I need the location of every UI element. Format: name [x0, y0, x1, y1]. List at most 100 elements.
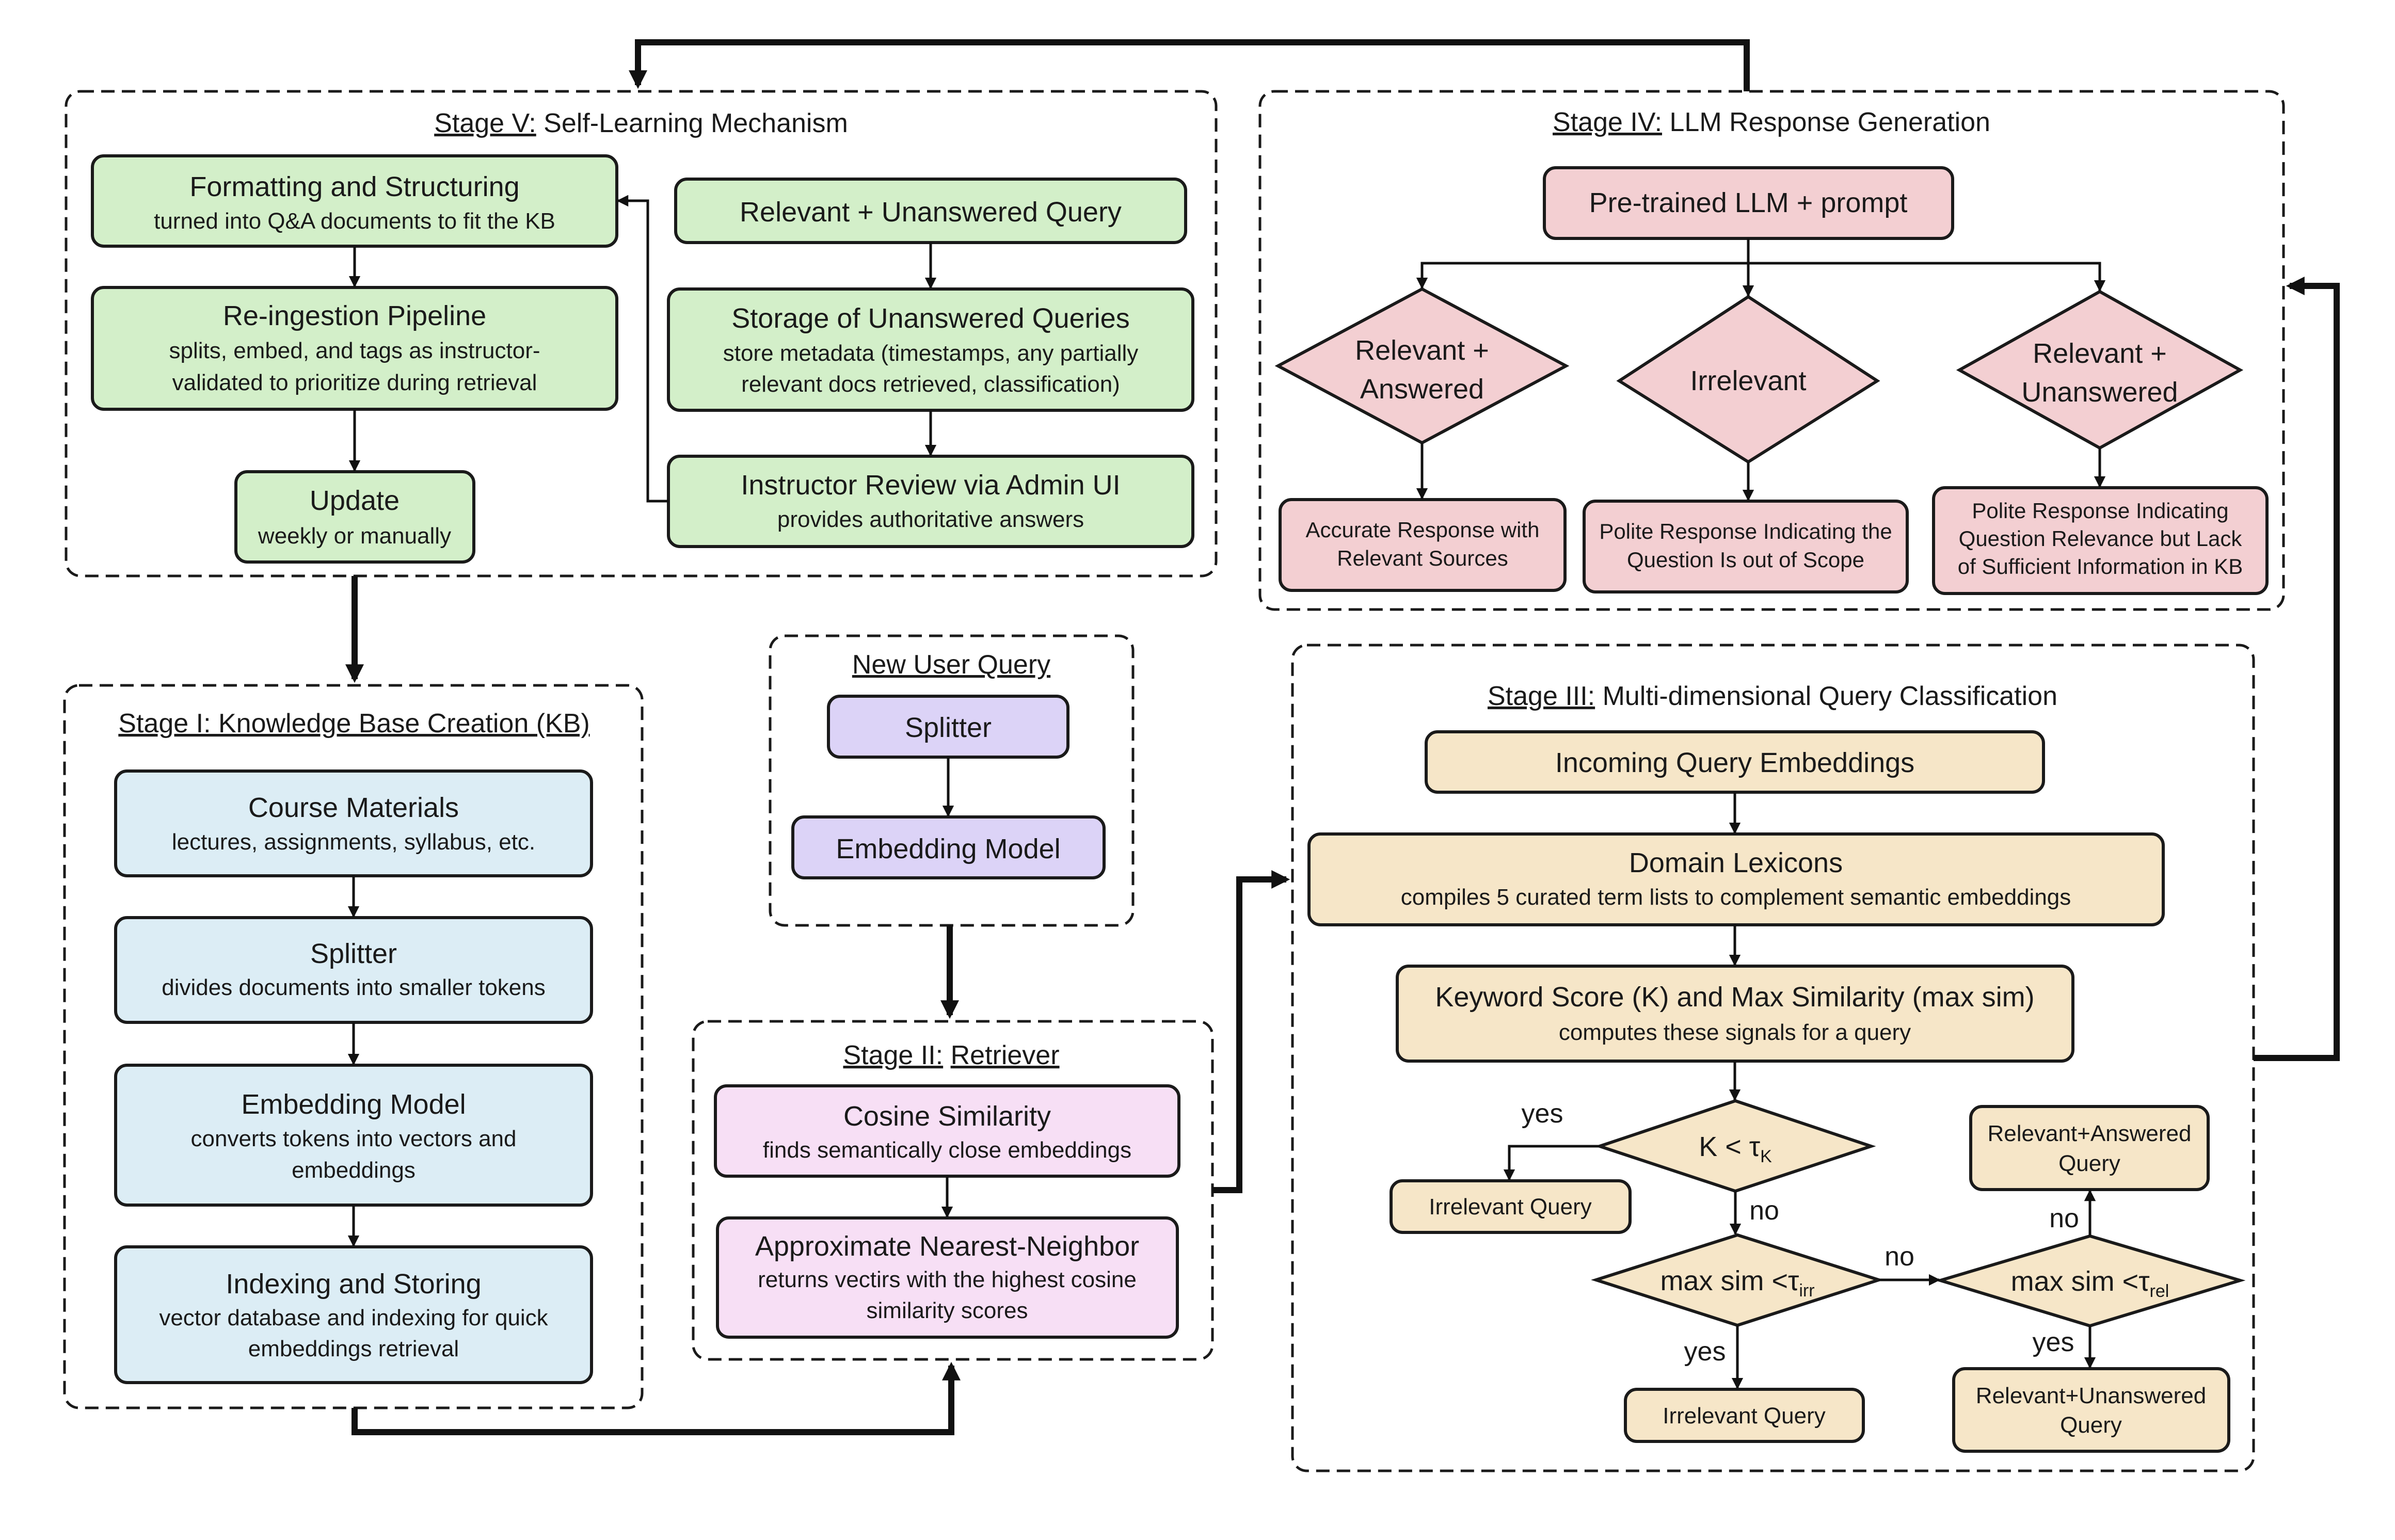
svg-text:splits, embed, and tags as in: splits, embed, and tags as instructor-: [169, 338, 540, 363]
stage1-title: Stage I: Knowledge Base Creation (KB): [118, 709, 589, 739]
arrow-review-to-format: [616, 195, 668, 503]
svg-text:similarity scores: similarity scores: [867, 1298, 1028, 1323]
svg-text:Course Materials: Course Materials: [248, 792, 459, 823]
svg-text:Irrelevant Query: Irrelevant Query: [1663, 1403, 1825, 1429]
svg-text:validated to prioritize during: validated to prioritize during retrieval: [172, 370, 537, 395]
relevant-unanswered-query-box: Relevant+Unanswered Query: [1952, 1367, 2230, 1453]
svg-text:Relevant + Unanswered Query: Relevant + Unanswered Query: [740, 197, 1122, 228]
svg-text:Embedding Model: Embedding Model: [836, 833, 1060, 864]
decision-irrelevant: Irrelevant: [1616, 295, 1880, 464]
indexing-storing-box: Indexing and Storing vector database and…: [114, 1245, 593, 1384]
svg-text:returns vectirs with the highe: returns vectirs with the highest cosine: [758, 1267, 1137, 1292]
stage4-title: Stage IV: LLM Response Generation: [1553, 107, 1990, 137]
label-dk-yes: yes: [1522, 1099, 1563, 1129]
stage4-panel: [1258, 90, 2285, 611]
svg-text:Query: Query: [2058, 1151, 2120, 1176]
svg-text:Instructor Review via Admin UI: Instructor Review via Admin UI: [741, 470, 1120, 501]
bold-arrow-stage4-to-stage5: [629, 39, 1750, 91]
svg-text:Irrelevant: Irrelevant: [1690, 365, 1806, 396]
stage5-title: Stage V: Self-Learning Mechanism: [434, 108, 848, 138]
stage1-panel: [63, 684, 644, 1409]
user-query-title: New User Query: [852, 650, 1050, 680]
svg-text:Embedding Model: Embedding Model: [241, 1089, 466, 1120]
incoming-query-embeddings-box: Incoming Query Embeddings: [1425, 730, 2045, 794]
svg-text:Approximate Nearest-Neighbor: Approximate Nearest-Neighbor: [755, 1231, 1139, 1262]
stage3-title: Stage III: Multi-dimensional Query Class…: [1488, 681, 2057, 711]
domain-lexicons-box: Domain Lexicons compiles 5 curated term …: [1307, 832, 2165, 926]
bold-arrow-stage3-to-stage4: [2254, 277, 2340, 1061]
svg-text:divides documents into smaller: divides documents into smaller tokens: [162, 975, 545, 1000]
label-dk-no: no: [1749, 1196, 1779, 1226]
svg-text:Relevant+Unanswered: Relevant+Unanswered: [1976, 1383, 2206, 1408]
pretrained-llm-box: Pre-trained LLM + prompt: [1543, 166, 1954, 240]
user-splitter-box: Splitter: [827, 695, 1069, 759]
svg-text:provides authoritative answers: provides authoritative answers: [777, 507, 1084, 532]
svg-text:converts tokens into vectors a: converts tokens into vectors and: [191, 1126, 517, 1151]
svg-text:Re-ingestion Pipeline: Re-ingestion Pipeline: [223, 300, 486, 331]
user-embedding-model-box: Embedding Model: [791, 815, 1106, 879]
svg-text:Relevant +: Relevant +: [2033, 338, 2167, 369]
svg-text:Accurate Response with: Accurate Response with: [1306, 518, 1540, 542]
svg-text:Polite Response Indicating the: Polite Response Indicating the: [1599, 519, 1892, 543]
svg-text:embeddings retrieval: embeddings retrieval: [248, 1336, 459, 1361]
svg-text:Pre-trained LLM + prompt: Pre-trained LLM + prompt: [1589, 187, 1908, 218]
svg-text:turned into Q&A documents to f: turned into Q&A documents to fit the KB: [154, 208, 555, 234]
svg-text:embeddings: embeddings: [292, 1158, 416, 1183]
svg-text:K < τK: K < τK: [1699, 1131, 1772, 1166]
instructor-review-box: Instructor Review via Admin UI provides …: [667, 455, 1194, 548]
formatting-structuring-box: Formatting and Structuring turned into Q…: [91, 154, 618, 248]
label-dirr-yes: yes: [1684, 1337, 1726, 1367]
svg-text:Storage of Unanswered Queries: Storage of Unanswered Queries: [731, 303, 1129, 334]
svg-text:Query: Query: [2060, 1413, 2122, 1438]
svg-text:Question Is out of Scope: Question Is out of Scope: [1627, 548, 1864, 572]
svg-text:Cosine Similarity: Cosine Similarity: [843, 1101, 1051, 1132]
bold-arrow-stage2-to-stage3: [1212, 870, 1290, 1193]
svg-text:Question Relevance but Lack: Question Relevance but Lack: [1959, 526, 2243, 551]
svg-text:Answered: Answered: [1360, 374, 1484, 405]
update-box: Update weekly or manually: [234, 470, 475, 564]
cosine-similarity-box: Cosine Similarity finds semantically clo…: [714, 1084, 1180, 1178]
response-out-of-scope-box: Polite Response Indicating the Question …: [1583, 500, 1909, 593]
svg-text:Update: Update: [310, 485, 400, 516]
svg-text:Domain Lexicons: Domain Lexicons: [1629, 847, 1843, 878]
svg-text:Unanswered: Unanswered: [2021, 377, 2178, 408]
svg-text:compiles 5 curated term lists: compiles 5 curated term lists to complem…: [1401, 885, 2071, 910]
response-accurate-box: Accurate Response with Relevant Sources: [1279, 498, 1567, 592]
svg-text:weekly or manually: weekly or manually: [258, 523, 451, 549]
stage1-embedding-model-box: Embedding Model converts tokens into vec…: [114, 1064, 593, 1207]
stage2-title: Stage II: Retriever: [843, 1040, 1059, 1070]
svg-text:Splitter: Splitter: [310, 938, 397, 969]
stage5-panel: [65, 90, 1218, 578]
svg-text:Indexing and Storing: Indexing and Storing: [226, 1269, 481, 1300]
label-drel-yes: yes: [2033, 1327, 2074, 1357]
bold-arrow-stage1-to-stage2: [352, 1361, 961, 1435]
keyword-score-box: Keyword Score (K) and Max Similarity (ma…: [1396, 965, 2074, 1063]
relevant-unanswered-query-box: Relevant + Unanswered Query: [674, 178, 1187, 244]
response-insufficient-info-box: Polite Response Indicating Question Rele…: [1932, 486, 2269, 595]
svg-text:Relevant+Answered: Relevant+Answered: [1987, 1121, 2191, 1146]
svg-text:computes these signals for a q: computes these signals for a query: [1559, 1020, 1911, 1045]
decision-max-sim-rel: max sim <τrel: [1935, 1234, 2246, 1328]
decision-relevant-answered: Relevant + Answered: [1274, 287, 1570, 445]
decision-max-sim-irr: max sim <τirr: [1591, 1233, 1884, 1327]
course-materials-box: Course Materials lectures, assignments, …: [114, 769, 593, 877]
decision-k-threshold: K < τK: [1594, 1099, 1876, 1193]
decision-relevant-unanswered: Relevant + Unanswered: [1956, 290, 2244, 450]
svg-text:lectures, assignments, syllabu: lectures, assignments, syllabus, etc.: [172, 829, 535, 855]
svg-text:Formatting and Structuring: Formatting and Structuring: [189, 171, 519, 202]
svg-text:store metadata (timestamps, an: store metadata (timestamps, any partiall…: [723, 341, 1139, 366]
stage1-splitter-box: Splitter divides documents into smaller …: [114, 916, 593, 1024]
reingestion-pipeline-box: Re-ingestion Pipeline splits, embed, and…: [91, 286, 618, 411]
arrow-llm-branch-left: [1416, 262, 1748, 290]
relevant-answered-query-box: Relevant+Answered Query: [1969, 1105, 2210, 1191]
ann-box: Approximate Nearest-Neighbor returns vec…: [716, 1216, 1179, 1339]
svg-text:Irrelevant Query: Irrelevant Query: [1429, 1194, 1591, 1220]
svg-text:max sim <τirr: max sim <τirr: [1660, 1265, 1814, 1301]
arrow-dk-yes: [1503, 1145, 1600, 1181]
label-drel-no: no: [2049, 1204, 2079, 1233]
svg-text:Relevant Sources: Relevant Sources: [1337, 546, 1508, 570]
svg-text:relevant docs retrieved, class: relevant docs retrieved, classification): [741, 372, 1120, 397]
arrow-llm-branch-right: [1748, 262, 2106, 292]
label-dirr-no: no: [1885, 1242, 1914, 1272]
